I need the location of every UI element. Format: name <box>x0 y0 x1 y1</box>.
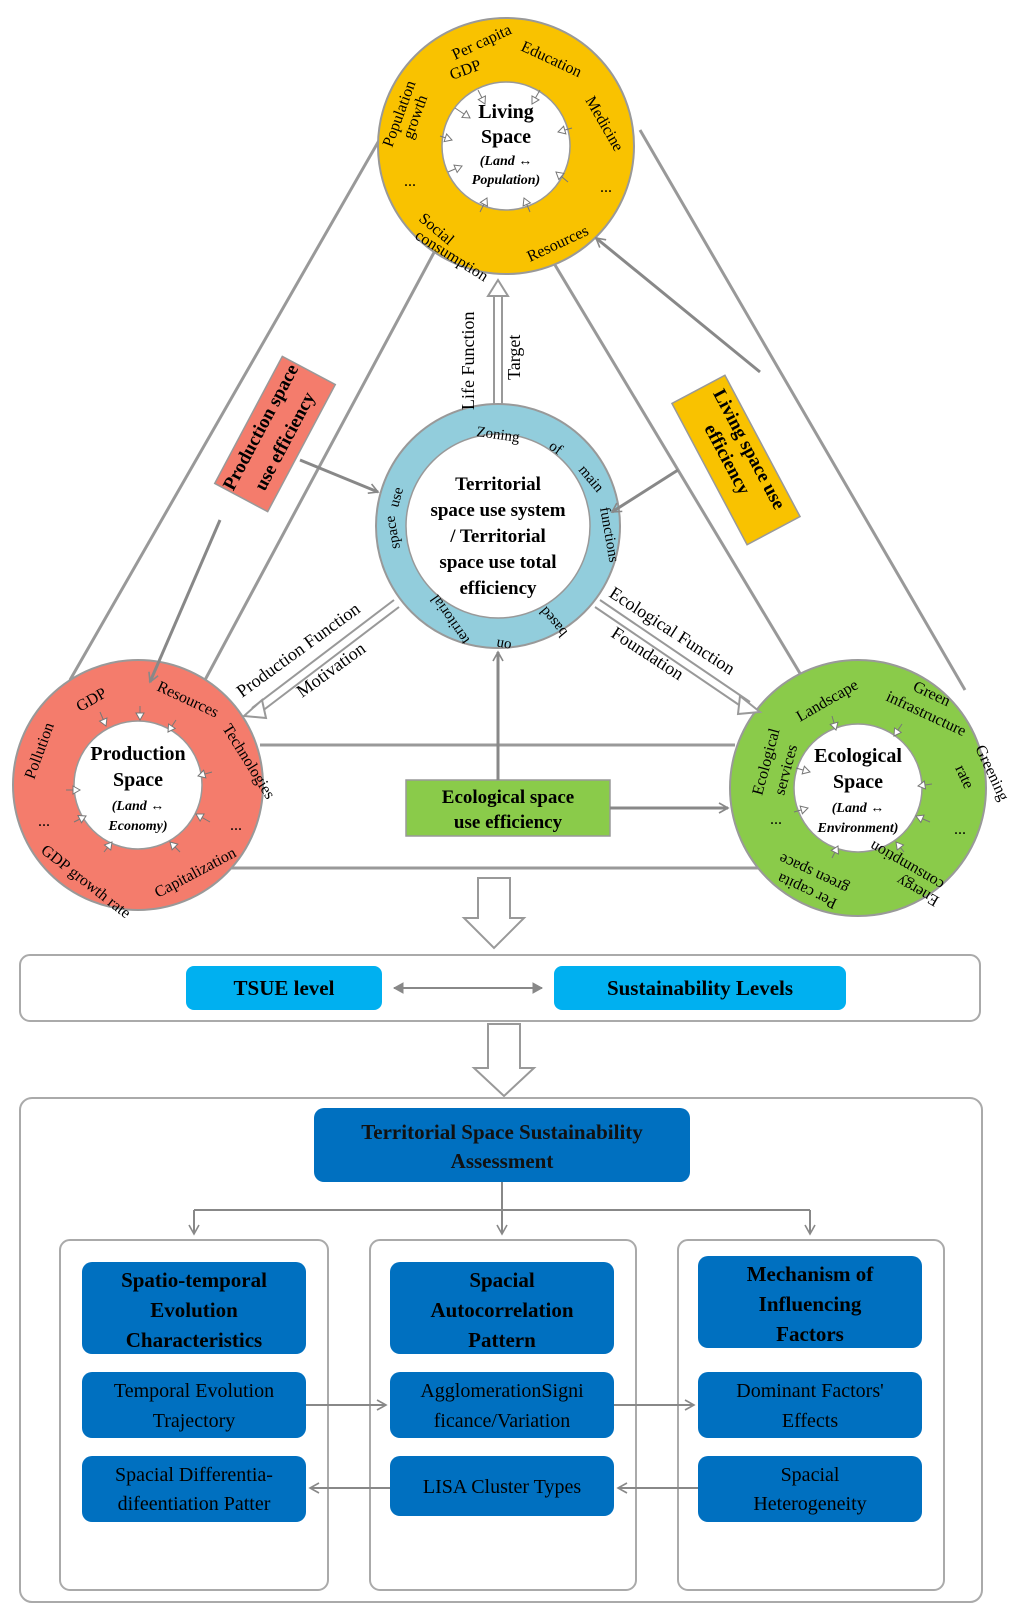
production-subtitle-1: (Land ↔ <box>112 799 165 814</box>
column-3-item-1-line-1: Dominant Factors' <box>736 1380 883 1402</box>
living-title-1: Living <box>478 101 534 123</box>
column-3-item-1-line-2: Effects <box>782 1410 838 1432</box>
ecological-inward-arrows <box>793 715 933 859</box>
column-2-heading-1: Spacial <box>469 1268 535 1292</box>
down-arrow-2 <box>471 1023 537 1098</box>
column-2-heading-3: Pattern <box>468 1328 536 1352</box>
tsue-level-box <box>186 966 382 1010</box>
column-1-item-2-line-1: Spacial Differentia- <box>115 1464 273 1486</box>
center-ring-space: space <box>382 514 404 550</box>
living-factor-ellipsis-right: ... <box>600 179 612 196</box>
column-1-item-1-line-2: Trajectory <box>153 1410 236 1432</box>
ecological-factor-ellipsis-left: ... <box>770 811 782 828</box>
column-3-heading-3: Factors <box>776 1322 844 1346</box>
production-title-1: Production <box>90 743 185 765</box>
column-1-heading-1: Spatio-temporal <box>121 1268 267 1292</box>
column-1-heading-3: Characteristics <box>126 1328 262 1352</box>
ecological-subtitle-2: Environment) <box>817 821 899 836</box>
assessment-title-2: Assessment <box>451 1149 554 1173</box>
center-circle: Territorial space use system / Territori… <box>375 403 622 654</box>
column-3-heading-box <box>698 1256 922 1348</box>
column-3-item-2-box <box>698 1456 922 1522</box>
production-factor-ellipsis-left: ... <box>38 813 50 830</box>
ecological-factor-ellipsis-right: ... <box>954 821 966 838</box>
column-3-item-1-box <box>698 1372 922 1438</box>
tsue-level-label: TSUE level <box>234 976 335 1000</box>
column-1-heading-box <box>82 1262 306 1354</box>
ecological-efficiency-box: Ecological space use efficiency <box>405 779 611 837</box>
production-factor-ellipsis-right: ... <box>230 817 242 834</box>
center-line-3: / Territorial <box>449 526 546 547</box>
assessment-title-box <box>314 1108 690 1182</box>
double-arrow-right <box>594 599 763 716</box>
efficiency-arrows <box>148 236 761 814</box>
living-subtitle-2: Population) <box>472 173 540 188</box>
center-ring-use: use <box>386 485 407 509</box>
column-3-item-2-line-1: Spacial <box>781 1464 840 1486</box>
living-space-circle: Living Space (Land ↔ Population) Per cap… <box>377 17 635 285</box>
center-line-2: space use system <box>430 500 565 521</box>
column-1-heading-2: Evolution <box>150 1298 238 1322</box>
column-1-item-2-line-2: difeentiation Patter <box>118 1493 271 1515</box>
column-3-heading-2: Influencing <box>759 1292 862 1316</box>
assessment-title-1: Territorial Space Sustainability <box>361 1120 643 1144</box>
center-inner <box>405 433 591 619</box>
ecological-efficiency-line-2: use efficiency <box>454 812 563 833</box>
ecological-subtitle-1: (Land ↔ <box>832 801 885 816</box>
center-line-4: space use total <box>439 552 556 573</box>
column-1-item-2-box <box>82 1456 306 1522</box>
column-2-item-1-line-1: AgglomerationSigni <box>420 1380 584 1402</box>
living-title-2: Space <box>481 126 531 148</box>
ecological-title-2: Space <box>833 771 883 793</box>
living-inner <box>441 81 571 211</box>
column-3-item-2-line-2: Heterogeneity <box>753 1493 866 1515</box>
production-space-circle: Production Space (Land ↔ Economy) GDP Re… <box>12 659 278 922</box>
levels-panel: TSUE level Sustainability Levels <box>19 954 981 1022</box>
sustainability-levels-label: Sustainability Levels <box>607 976 793 1000</box>
living-efficiency-box: Living space use efficiency <box>670 374 802 546</box>
living-factor-ellipsis-left: ... <box>404 173 416 190</box>
production-inward-arrows <box>66 706 213 853</box>
label-life-function: Life Function <box>458 312 478 410</box>
living-inward-arrows <box>439 89 573 213</box>
sustainability-levels-box <box>554 966 846 1010</box>
assessment-panel: Territorial Space Sustainability Assessm… <box>19 1097 983 1603</box>
ecological-title-1: Ecological <box>814 745 902 767</box>
column-2-item-2-box <box>390 1456 614 1516</box>
column-1-item-1-box <box>82 1372 306 1438</box>
center-ring-on: on <box>495 635 513 653</box>
column-3-heading-1: Mechanism of <box>747 1262 875 1286</box>
column-2-heading-box <box>390 1262 614 1354</box>
production-efficiency-box: Production space use efficiency <box>213 355 337 513</box>
column-1-item-1-line-1: Temporal Evolution <box>114 1380 274 1402</box>
column-2-item-2-line-1: LISA Cluster Types <box>423 1476 581 1498</box>
column-2-item-1-line-2: ficance/Variation <box>434 1410 571 1432</box>
center-line-5: efficiency <box>459 578 537 599</box>
assessment-flow-arrows <box>306 1399 698 1494</box>
living-subtitle-1: (Land ↔ <box>480 154 533 169</box>
double-arrow-up <box>486 278 510 404</box>
ecological-space-circle: Ecological Space (Land ↔ Environment) La… <box>729 659 1012 917</box>
column-2-item-1-box <box>390 1372 614 1438</box>
double-arrow-left <box>241 599 400 720</box>
assessment-branch-lines <box>188 1182 816 1236</box>
column-2-heading-2: Autocorrelation <box>430 1298 573 1322</box>
down-arrow-1 <box>461 877 527 950</box>
center-ring-zoning: Zoning <box>475 424 521 446</box>
label-target: Target <box>504 335 524 380</box>
triangle-lines <box>68 129 967 870</box>
production-title-2: Space <box>113 769 163 791</box>
center-line-1: Territorial <box>455 474 541 495</box>
production-subtitle-2: Economy) <box>107 819 167 834</box>
ecological-efficiency-line-1: Ecological space <box>442 787 574 808</box>
